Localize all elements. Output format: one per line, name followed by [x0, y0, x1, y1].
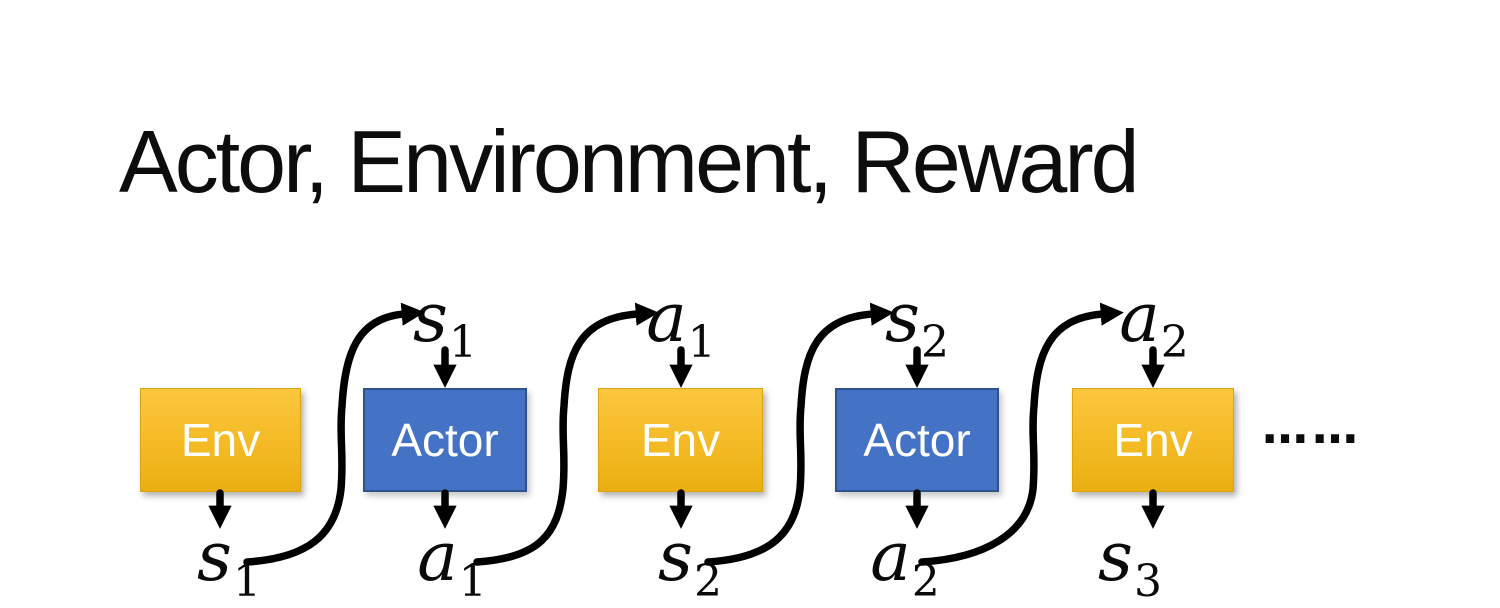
label-s2-bottom: s2: [658, 524, 722, 604]
label-a2-top-sub: 2: [1160, 317, 1189, 368]
label-s1-top-sub: 1: [448, 317, 477, 368]
label-s3-bottom-base: s: [1098, 518, 1133, 597]
label-a2-bottom-base: a: [870, 518, 911, 597]
label-s1-bottom-base: s: [197, 518, 232, 597]
label-a2-bottom: a2: [870, 524, 940, 604]
label-s1-bottom: s1: [197, 524, 261, 604]
label-s1-top-base: s: [413, 279, 448, 358]
label-s2-top-sub: 2: [920, 317, 949, 368]
label-s3-bottom: s3: [1098, 524, 1162, 604]
env-box-2: Env: [598, 388, 763, 492]
label-a2-top: a2: [1119, 285, 1189, 365]
label-s1-top: s1: [413, 285, 477, 365]
label-s3-bottom-sub: 3: [1133, 556, 1162, 607]
label-a1-bottom-base: a: [417, 518, 458, 597]
label-s1-bottom-sub: 1: [232, 556, 261, 607]
label-a1-top-sub: 1: [687, 317, 716, 368]
label-s2-top-base: s: [885, 279, 920, 358]
env-box-3: Env: [1072, 388, 1234, 492]
label-s2-bottom-sub: 2: [693, 556, 722, 607]
label-a1-top-base: a: [646, 279, 687, 358]
label-s2-bottom-base: s: [658, 518, 693, 597]
slide-title: Actor, Environment, Reward: [119, 112, 1140, 211]
env-box-1: Env: [140, 388, 301, 492]
label-a1-bottom: a1: [417, 524, 487, 604]
env-box-2-label: Env: [640, 414, 721, 466]
actor-box-1-label: Actor: [391, 414, 499, 466]
label-a2-top-base: a: [1119, 279, 1160, 358]
env-box-3-label: Env: [1113, 414, 1193, 466]
env-box-1-label: Env: [180, 414, 261, 466]
label-a1-top: a1: [646, 285, 716, 365]
actor-box-2: Actor: [835, 388, 999, 492]
actor-box-2-label: Actor: [863, 414, 971, 466]
ellipsis-dots: ……: [1262, 400, 1362, 454]
label-a1-bottom-sub: 1: [458, 556, 487, 607]
label-a2-bottom-sub: 2: [911, 556, 940, 607]
actor-box-1: Actor: [363, 388, 527, 492]
label-s2-top: s2: [885, 285, 949, 365]
